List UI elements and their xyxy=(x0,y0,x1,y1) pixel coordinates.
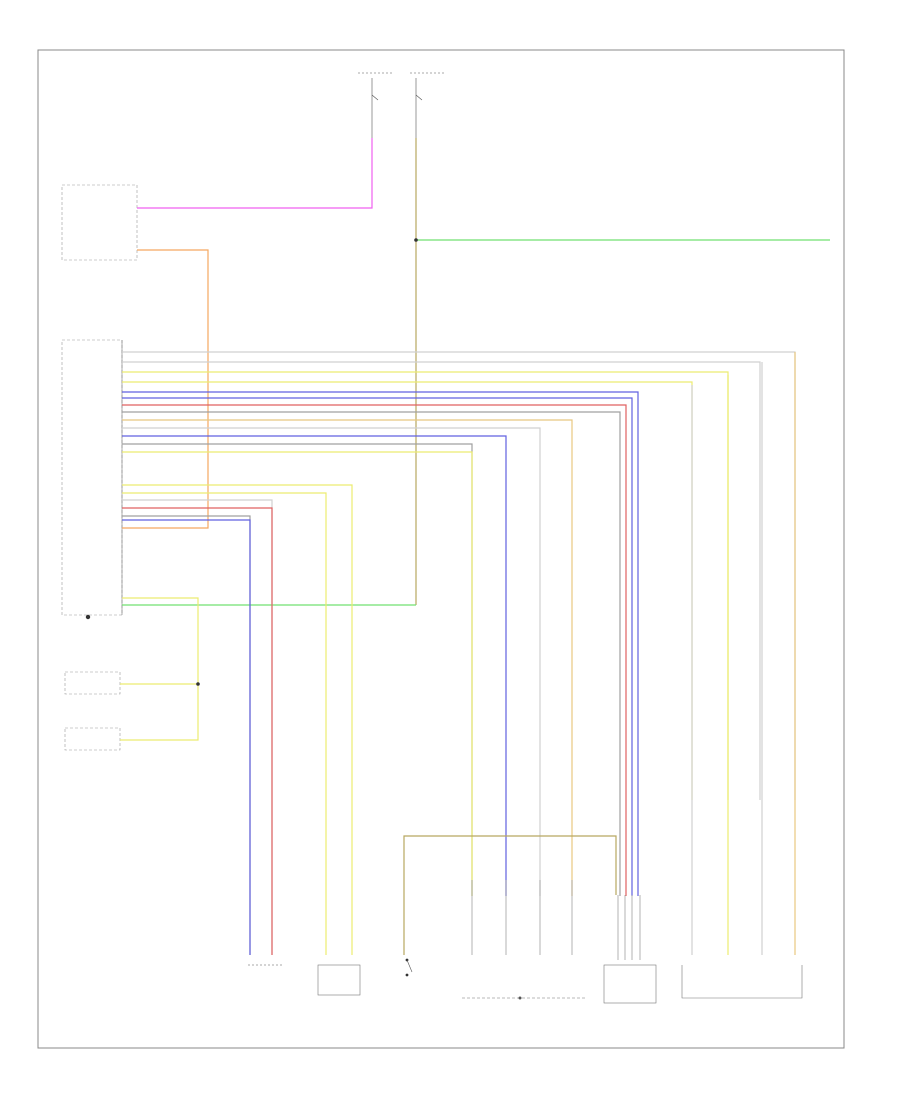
wire-row-9 xyxy=(122,419,573,896)
wire-row-5 xyxy=(122,391,639,896)
wire-yellow-driver-2 xyxy=(122,492,327,955)
wire-row-11 xyxy=(122,435,507,896)
buckle-switch xyxy=(405,958,413,977)
wire-row-2 xyxy=(122,361,761,800)
passenger-airbag-module xyxy=(61,184,138,261)
driver-seat-sensors xyxy=(681,965,803,999)
wire-row-8 xyxy=(122,411,621,896)
wire-yellow-rear xyxy=(120,597,199,741)
splice-green xyxy=(414,238,418,242)
wire-group xyxy=(120,138,830,960)
wire-row-1 xyxy=(122,351,796,800)
wire-pink-fuse-to-airbag xyxy=(137,138,373,209)
passenger-seat-sensors xyxy=(462,996,585,1000)
wire-gray-pass-2 xyxy=(122,515,251,955)
wire-orange-airbag-to-module xyxy=(122,249,209,529)
wire-row-6 xyxy=(122,397,633,896)
wire-row-12 xyxy=(122,443,473,896)
wire-yellow-driver-1 xyxy=(122,484,353,955)
driver-side-sensor xyxy=(317,964,361,996)
rear-module-2 xyxy=(64,727,121,751)
wire-row-10 xyxy=(122,427,541,896)
wire-red-pass xyxy=(122,507,273,955)
rear-module-1 xyxy=(64,671,121,695)
wire-blue-pass xyxy=(122,519,251,955)
restraints-control-module xyxy=(61,339,123,620)
wire-row-13 xyxy=(122,451,473,896)
clockspring xyxy=(603,964,657,1004)
wire-olive-clockspring xyxy=(403,835,617,955)
splice-rear xyxy=(196,682,200,686)
diagram-border xyxy=(37,49,845,1049)
fuse-box xyxy=(358,68,445,138)
wire-row-7 xyxy=(122,404,627,896)
